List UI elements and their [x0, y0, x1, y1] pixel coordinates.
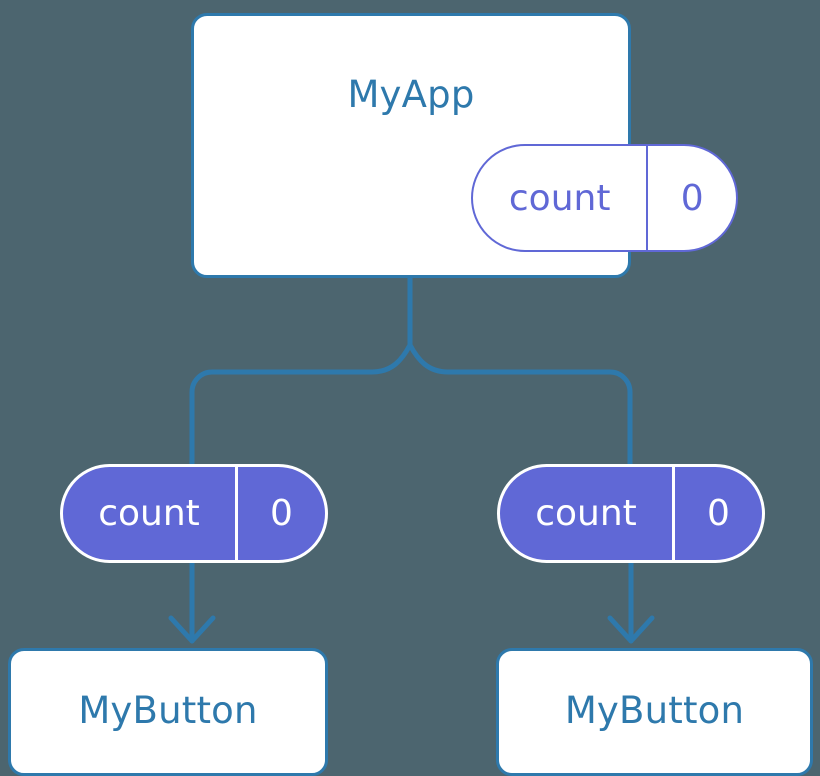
branch-left-line [189, 342, 413, 473]
component-box-myapp[interactable]: MyApp count 0 [191, 13, 738, 278]
component-title-mybutton-left: MyButton [78, 689, 258, 732]
branch-right-line [407, 342, 633, 473]
props-pill-left-value: 0 [235, 467, 325, 560]
props-pill-left-key: count [98, 493, 200, 534]
component-box-mybutton-left[interactable]: MyButton [8, 648, 328, 776]
props-arrow-left-head [168, 615, 216, 644]
props-pill-right[interactable]: count 0 [497, 464, 765, 563]
props-pill-right-key: count [535, 493, 637, 534]
props-pill-left[interactable]: count 0 [60, 464, 328, 563]
state-pill-count[interactable]: count 0 [471, 144, 738, 252]
state-pill-value: 0 [646, 146, 736, 250]
component-title-myapp: MyApp [347, 73, 475, 116]
state-pill-key: count [508, 177, 611, 219]
props-pill-right-value: 0 [672, 467, 762, 560]
component-title-mybutton-right: MyButton [564, 689, 745, 732]
props-arrow-right-head [607, 615, 655, 644]
component-box-mybutton-right[interactable]: MyButton [496, 648, 813, 776]
